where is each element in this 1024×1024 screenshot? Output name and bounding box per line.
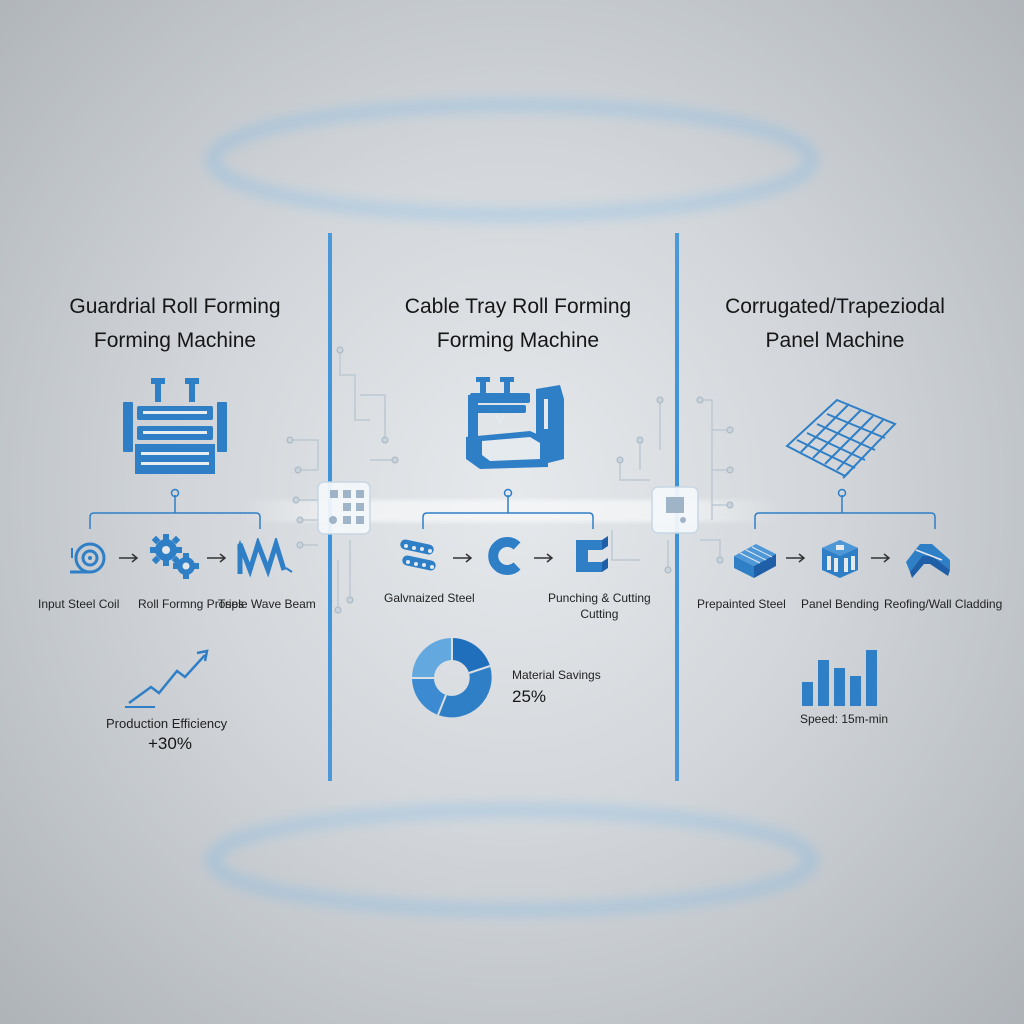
- arrow-right-icon: [786, 553, 806, 563]
- metric-value-production-efficiency: +30%: [148, 734, 192, 753]
- circuit-nodes: [286, 346, 734, 614]
- trend-up-icon: [125, 649, 209, 708]
- step-label-input-steel-coil: Input Steel Coil: [38, 597, 120, 611]
- step-label-galvanized-steel: Galvnaized Steel: [384, 591, 475, 605]
- column-2-title-line1: Cable Tray Roll Forming: [404, 295, 632, 318]
- connector-glow-bar: [240, 500, 780, 522]
- bracket-connector-2: [422, 488, 594, 529]
- steel-coil-icon: [70, 542, 106, 574]
- panel-bending-icon: [822, 540, 858, 578]
- column-1-title: Guardrial Roll Forming Forming Machine: [25, 290, 325, 358]
- circuit-traces: [290, 350, 730, 610]
- step-label-roll-forming: Roll Formng Proses: [138, 597, 245, 611]
- arrow-right-icon: [534, 553, 554, 563]
- arrow-right-icon: [119, 553, 139, 563]
- c-profile-icon: [488, 537, 521, 575]
- column-1-title-line2: Forming Machine: [93, 329, 257, 352]
- column-1-title-line1: Guardrial Roll Forming: [69, 295, 281, 318]
- bracket-connector-1: [89, 488, 261, 529]
- arrow-right-icon: [871, 553, 891, 563]
- step-label-prepainted-steel: Prepainted Steel: [697, 597, 786, 611]
- glow-ring-bottom: [208, 806, 816, 914]
- roll-forming-machine-icon: [123, 378, 227, 474]
- bracket-connector-3: [754, 488, 936, 529]
- arrow-right-icon: [207, 553, 227, 563]
- donut-chart-icon: [412, 638, 492, 718]
- corrugated-panel-icon: [785, 398, 897, 479]
- column-3-title: Corrugated/Trapeziodal Panel Machine: [685, 290, 985, 358]
- prepainted-steel-icon: [734, 544, 776, 578]
- column-2-title-line2: Forming Machine: [436, 329, 600, 352]
- step-label-punching-cutting: Punching & Cutting Cutting: [548, 590, 651, 622]
- wave-beam-icon: [237, 538, 293, 578]
- step-label-panel-bending: Panel Bending: [801, 597, 880, 611]
- glow-ring-top: [208, 101, 816, 219]
- chip-node-left: [317, 481, 371, 535]
- column-2-title: Cable Tray Roll Forming Forming Machine: [368, 290, 668, 358]
- step-label-punching-cutting-line2: Cutting: [580, 607, 619, 621]
- arrow-right-icon: [453, 553, 473, 563]
- step-label-roofing-cladding: Reofing/Wall Cladding: [884, 597, 1003, 611]
- step-label-triple-wave-beam: Triple Wave Beam: [218, 597, 316, 611]
- metric-label-speed: Speed: 15m-min: [800, 712, 889, 726]
- roofing-cladding-icon: [906, 544, 950, 578]
- column-3-title-line1: Corrugated/Trapeziodal: [725, 295, 945, 318]
- metric-value-material-savings: 25%: [512, 687, 547, 706]
- step-label-punching-cutting-line1: Punching & Cutting: [548, 591, 651, 605]
- gears-icon: [150, 534, 199, 579]
- bar-chart-icon: [802, 650, 877, 706]
- cable-tray-press-icon: [466, 377, 564, 469]
- chip-node-right: [651, 486, 699, 534]
- galvanized-rolls-icon: [400, 539, 436, 571]
- metric-label-production-efficiency: Production Efficiency: [106, 716, 228, 731]
- column-3-title-line2: Panel Machine: [765, 329, 905, 352]
- metric-label-material-savings: Material Savings: [512, 668, 601, 682]
- cutting-profile-icon: [576, 536, 608, 572]
